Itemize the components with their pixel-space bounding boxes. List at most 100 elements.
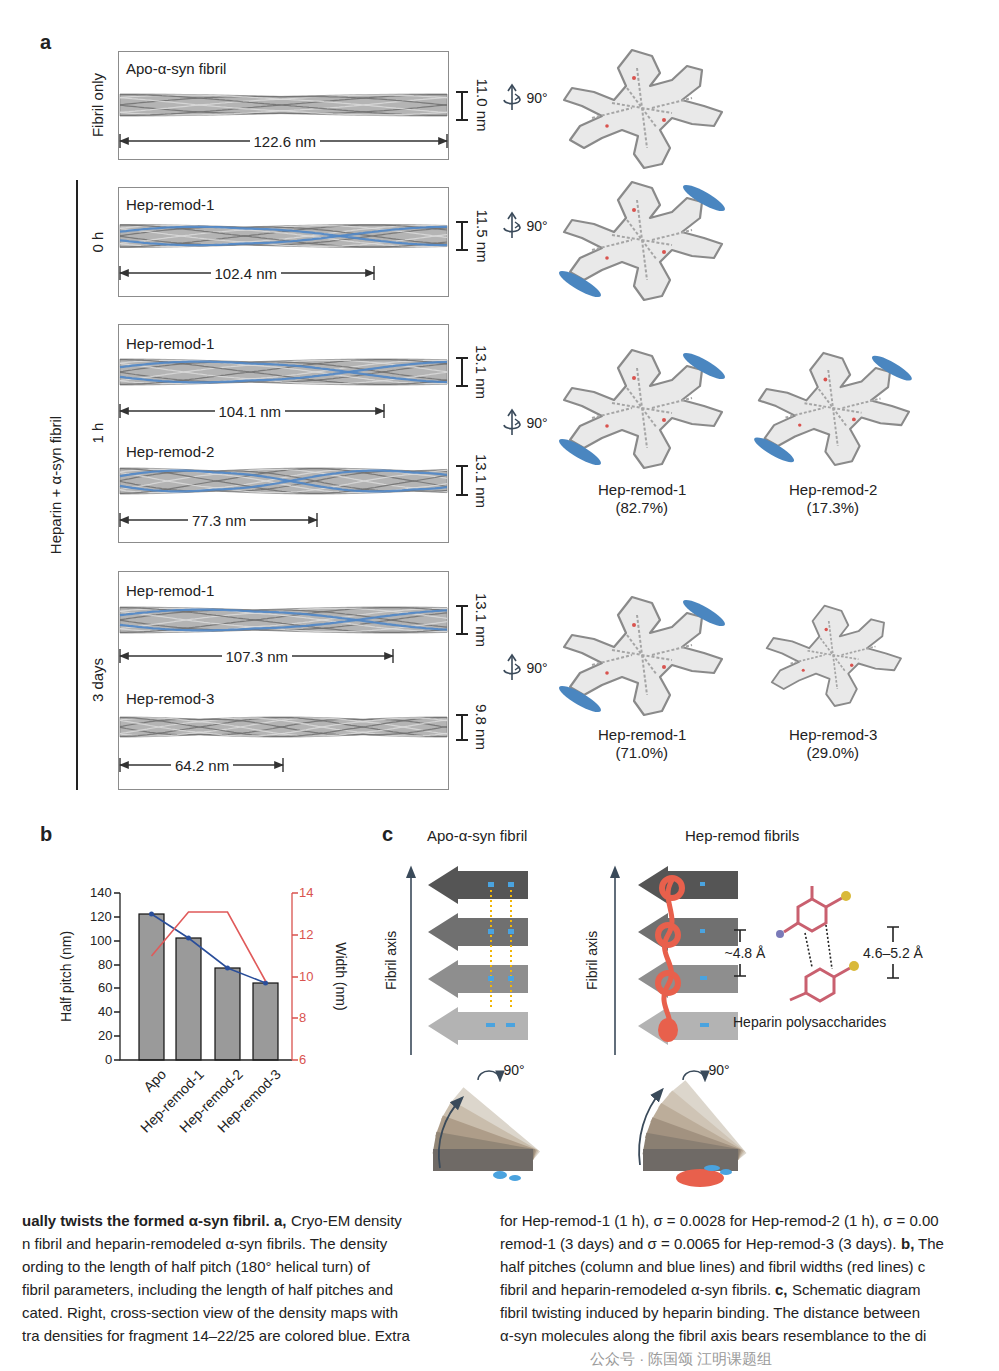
schematic-apo-part-part	[433, 1132, 535, 1171]
label: Fibril axis	[383, 930, 400, 989]
label: Heparin + α-syn fibril	[47, 416, 65, 554]
label: Half pitch (nm)	[58, 930, 75, 1021]
label: a,	[274, 1212, 287, 1230]
cross-section-map	[556, 50, 914, 716]
schematic-heparin-part-part	[643, 1133, 740, 1171]
schematic-heparin-part	[658, 1018, 678, 1042]
schematic-apo-part	[428, 1007, 528, 1045]
label: 90°	[527, 218, 548, 235]
fibril-illustration	[120, 94, 447, 737]
fibril-strand	[120, 610, 447, 630]
fibril-strand	[120, 105, 447, 114]
label: 6	[299, 1052, 306, 1068]
rotation-symbol	[504, 85, 520, 680]
label: 9.8 nm	[472, 704, 490, 750]
fibril-strand	[120, 469, 447, 494]
fibril-strand	[120, 95, 447, 112]
schematic-heparin-part	[805, 925, 832, 969]
label: Fibril axis	[584, 930, 601, 989]
label: Fibril only	[89, 73, 107, 137]
schematic-heparin-part	[806, 969, 834, 1001]
fibril-strand	[120, 95, 447, 116]
fibril-strand	[120, 360, 447, 385]
fibril-strand	[120, 718, 447, 737]
bar-chart-part	[152, 912, 266, 981]
label: 40	[98, 1004, 112, 1020]
schematic-heparin-part	[614, 868, 616, 1055]
schematic-heparin-part	[841, 891, 851, 901]
fibril-strand	[120, 718, 447, 736]
cross-section-map-part	[556, 349, 728, 469]
rotation-symbol-part	[504, 410, 520, 435]
label: ually twists the formed α-syn fibril.	[22, 1212, 270, 1230]
label: 90°	[527, 90, 548, 107]
dimension-arrow	[120, 134, 447, 772]
schematic-apo-part	[439, 1098, 462, 1168]
bar-chart-part	[215, 968, 240, 1060]
label: Hep-remod-2	[789, 481, 877, 499]
label: 20	[98, 1028, 112, 1044]
fibril-strand	[120, 226, 447, 247]
label: Hep-remod-3	[789, 726, 877, 744]
schematic-heparin-part-part	[643, 1149, 738, 1171]
fibril-strand	[120, 470, 447, 492]
label: b	[40, 822, 52, 846]
rotation-symbol-part	[504, 655, 520, 680]
fibril-strand	[120, 97, 447, 106]
fibril-strand	[120, 359, 447, 385]
fibril-strand	[120, 471, 447, 492]
label: (71.0%)	[616, 744, 669, 762]
schematic-heparin-part	[639, 1090, 662, 1165]
fibril-strand	[120, 718, 447, 736]
label: α-syn molecules along the fibril axis be…	[500, 1327, 926, 1345]
label: a	[40, 30, 51, 54]
label: 13.1 nm	[472, 345, 490, 399]
bar-chart-part	[149, 912, 154, 917]
fibril-strand	[120, 362, 447, 383]
fibril-strand	[120, 227, 447, 245]
fibril-strand	[120, 227, 447, 245]
schematic-apo	[411, 866, 540, 1181]
schematic-heparin-part	[638, 1007, 738, 1045]
label: for Hep-remod-1 (1 h), σ = 0.0028 for He…	[500, 1212, 939, 1230]
label: Apo-α-syn fibril	[427, 827, 527, 845]
label: half pitches (column and blue lines) and…	[500, 1258, 925, 1276]
bar-chart-part	[176, 938, 201, 1060]
label: fibril and heparin-remodeled α-syn fibri…	[500, 1281, 771, 1299]
group-bracket-line-part	[76, 180, 78, 790]
label: Cryo-EM density	[291, 1212, 402, 1230]
label: 90°	[527, 660, 548, 677]
label: Hep-remod-1	[598, 481, 686, 499]
schematic-apo-part	[508, 929, 514, 934]
rotation-symbol-part	[504, 85, 520, 110]
label: Hep-remod fibrils	[685, 827, 799, 845]
fibril-strand	[120, 360, 447, 383]
cross-section-map-part	[767, 606, 901, 706]
schematic-heparin-part	[638, 913, 738, 951]
label: 公众号 · 陈国颂 江明课题组	[590, 1350, 773, 1368]
width-bracket	[456, 92, 468, 740]
width-bracket-part	[456, 715, 468, 740]
label: 140	[90, 885, 112, 901]
width-bracket-part	[456, 466, 468, 495]
fibril-strand	[120, 95, 447, 116]
width-bracket-part	[456, 606, 468, 634]
fibril-name: Hep-remod-1	[126, 582, 214, 600]
schematic-apo-part	[509, 1175, 521, 1181]
bar-chart-part	[225, 966, 230, 971]
schematic-heparin-part	[662, 878, 682, 898]
label: 90°	[527, 415, 548, 432]
label: 0 h	[89, 232, 107, 253]
fibril-strand	[120, 94, 447, 116]
label: ~4.8 Å	[725, 945, 766, 962]
fibril-strand	[120, 98, 447, 115]
label: 60	[98, 980, 112, 996]
schematic-heparin-part	[720, 1169, 732, 1175]
schematic-apo-part	[488, 929, 494, 934]
fibril-strand	[120, 718, 447, 737]
cross-section-map-part	[564, 50, 722, 168]
label: (29.0%)	[807, 744, 860, 762]
label: 1 h	[89, 423, 107, 444]
label: 10	[299, 969, 313, 985]
